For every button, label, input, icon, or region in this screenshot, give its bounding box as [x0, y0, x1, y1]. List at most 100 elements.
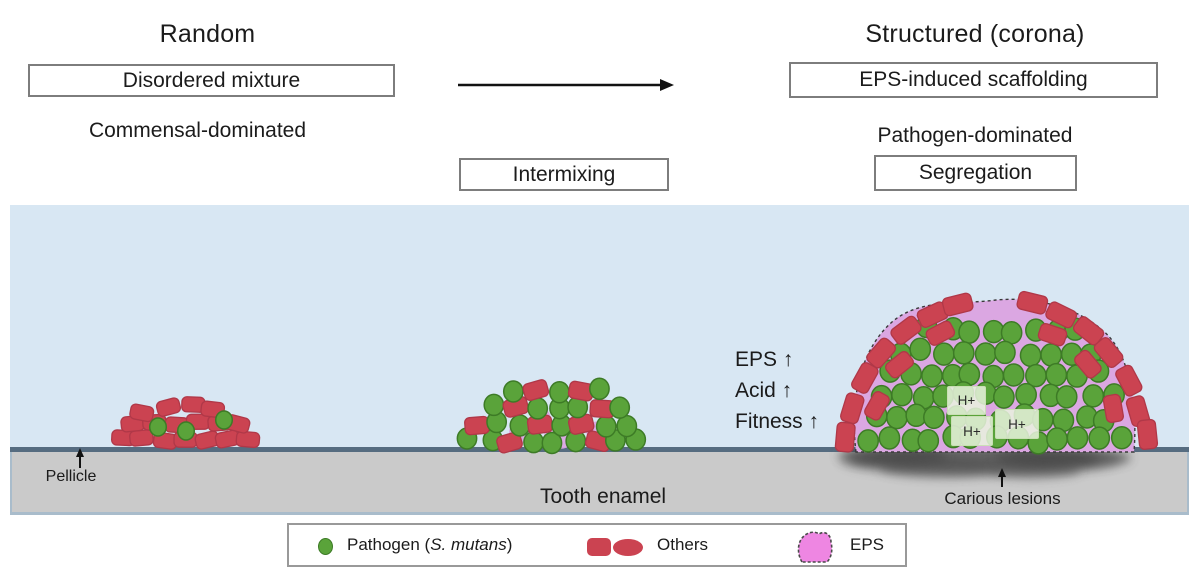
right-arrow-icon [458, 79, 674, 91]
pathogen-cell [527, 397, 549, 420]
transition-box: Intermixing [459, 158, 669, 191]
pathogen-cell [214, 410, 234, 430]
carious-lesion-shadow [880, 459, 1000, 477]
stage-left-box: Disordered mixture [28, 64, 395, 97]
pathogen-cell [549, 381, 570, 404]
pathogen-cell [909, 337, 932, 361]
pathogen-label-suffix: ) [506, 535, 513, 554]
other-cell [925, 320, 956, 346]
pathogen-cell [1088, 426, 1111, 450]
biofilm-illustration [76, 290, 1159, 487]
pathogen-cell [994, 340, 1016, 365]
pathogen-cell [993, 385, 1015, 409]
other-cell [1093, 337, 1124, 369]
pathogen-cell [1000, 321, 1023, 345]
pathogen-label-prefix: Pathogen ( [347, 535, 431, 554]
pathogen-cell [974, 342, 997, 366]
pathogen-cell [1019, 343, 1042, 368]
eps-up-annotation: EPS ↑ [735, 348, 794, 371]
pathogen-cell [982, 319, 1005, 344]
other-cell [851, 362, 879, 394]
pellicle-label: Pellicle [45, 468, 97, 485]
pathogen-cell [917, 428, 940, 453]
pathogen-cell [1066, 426, 1089, 450]
carious-lesion-shadow [989, 462, 1081, 478]
enamel-label: Tooth enamel [539, 485, 667, 508]
other-cell [1136, 418, 1159, 450]
other-cell [464, 415, 490, 436]
up-arrow-icon [76, 448, 84, 457]
pathogen-cell [509, 414, 531, 437]
other-cell [1045, 301, 1078, 329]
other-cell [866, 337, 897, 369]
carious-lesions-label: Carious lesions [944, 489, 1061, 508]
pathogen-legend-icon [318, 538, 333, 555]
stage-right-box2: Segregation [874, 155, 1077, 191]
pathogen-cell [878, 426, 901, 450]
other-cell [129, 429, 154, 447]
pathogen-cell [857, 429, 879, 453]
acid-up-annotation: Acid ↑ [735, 379, 793, 402]
other-cell [839, 392, 865, 425]
others-ellipse-icon [613, 539, 643, 556]
other-cell [235, 430, 261, 449]
pathogen-cell [1045, 362, 1068, 387]
pathogen-cell [1015, 382, 1037, 407]
pathogen-cell [923, 405, 945, 430]
pathogen-cell [886, 405, 908, 430]
pathogen-cell [921, 364, 943, 388]
pathogen-cell [891, 383, 913, 407]
other-cell [155, 397, 182, 417]
pathogen-cell [609, 396, 631, 419]
fitness-up-annotation: Fitness ↑ [735, 410, 820, 433]
others-square-icon [587, 538, 611, 556]
others-legend-label: Others [657, 535, 709, 554]
pathogen-cell [1110, 425, 1133, 450]
stage-right-box: EPS-induced scaffolding [789, 62, 1158, 98]
stage-right-subtitle: Pathogen-dominated [877, 124, 1073, 147]
other-cell [129, 403, 155, 423]
hplus-badge: H+ [995, 409, 1039, 439]
other-cell [522, 379, 550, 402]
other-cell [1016, 290, 1049, 315]
pathogen-cell [1082, 384, 1105, 408]
other-cell [864, 391, 890, 421]
other-cell [1074, 349, 1102, 379]
pathogen-cell [589, 377, 610, 401]
pathogen-cell [502, 380, 524, 403]
pathogen-cell [595, 415, 617, 438]
hplus-badge: H+ [947, 386, 986, 415]
pathogen-cell [176, 421, 196, 441]
pathogen-species: S. mutans [430, 535, 507, 554]
stage-right-heading: Structured (corona) [865, 20, 1085, 48]
other-cell [1115, 364, 1143, 397]
eps-legend-icon [797, 531, 833, 563]
other-cell [1037, 322, 1068, 347]
up-arrow-icon [998, 468, 1006, 477]
pathogen-cell [933, 342, 955, 366]
stage-left-subtitle: Commensal-dominated [88, 119, 307, 142]
other-cell [834, 421, 856, 453]
pathogen-legend-label: Pathogen (S. mutans) [347, 525, 512, 565]
other-cell [885, 351, 914, 379]
pathogen-cell [148, 417, 168, 437]
pathogen-cell [952, 341, 975, 365]
pathogen-cell [483, 393, 505, 417]
other-cell [890, 315, 922, 345]
pathogen-cell [541, 431, 563, 455]
pathogen-cell [1002, 363, 1025, 387]
hplus-badge: H+ [951, 416, 993, 446]
other-cell [496, 431, 523, 454]
other-cell [1072, 316, 1105, 346]
pathogen-cell [1040, 343, 1063, 367]
pathogen-cell [1046, 427, 1068, 451]
pathogen-cell [523, 430, 544, 454]
eps-legend-label: EPS [850, 535, 885, 554]
pathogen-cell [958, 320, 980, 344]
other-cell [941, 292, 974, 317]
dome-annotations: EPS ↑ Acid ↑ Fitness ↑ [735, 344, 819, 437]
legend: Pathogen (S. mutans) Others EPS [287, 523, 907, 567]
other-cell [1102, 393, 1124, 424]
stage-left-heading: Random [159, 20, 256, 48]
